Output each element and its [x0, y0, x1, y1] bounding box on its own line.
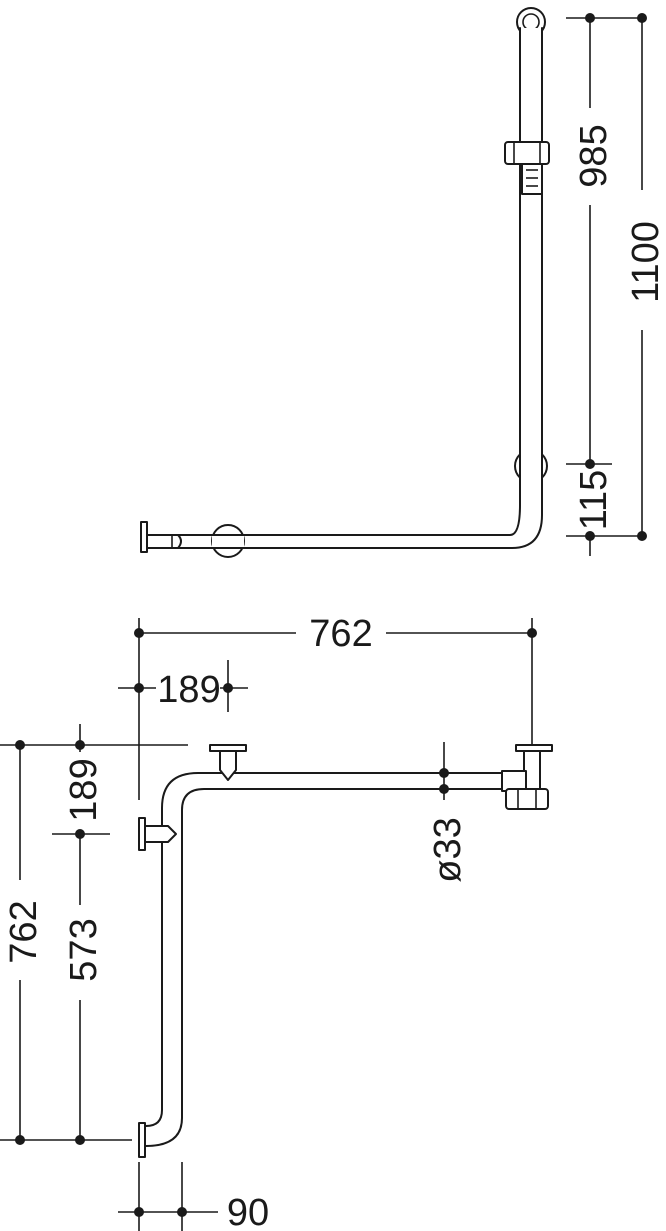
- shower-holder-slider: [521, 163, 543, 195]
- dimension-762-horizontal: 762: [134, 613, 537, 800]
- dimension-189-horizontal: 189: [118, 660, 248, 712]
- dimension-115: 115: [566, 459, 646, 556]
- plan-bottom-flange: [138, 1122, 146, 1158]
- dimension-573: 573: [63, 834, 105, 1145]
- dim-573-label: 573: [63, 918, 105, 981]
- dimension-90: 90: [118, 1162, 269, 1231]
- dim-189v-label: 189: [63, 758, 105, 821]
- dimension-189-vertical: 189: [52, 724, 110, 839]
- dimension-985: 985: [566, 13, 646, 464]
- dim-985-label: 985: [573, 124, 615, 187]
- grab-bar-plan: [138, 744, 553, 1158]
- left-end-flange: [140, 521, 148, 553]
- dimension-diameter: ø33: [427, 742, 469, 883]
- dimension-1100: 1100: [625, 13, 666, 541]
- plan-shower-holder: [505, 788, 549, 810]
- top-elevation-view: 985 1100 115: [140, 7, 666, 558]
- dim-diameter-label: ø33: [427, 817, 469, 882]
- dim-1100-label: 1100: [625, 221, 666, 303]
- dim-762h-label: 762: [309, 613, 372, 655]
- dim-90-label: 90: [227, 1192, 269, 1231]
- dim-115-label: 115: [573, 470, 615, 531]
- grab-bar-elevation: [140, 7, 550, 558]
- dim-189h-label: 189: [157, 669, 220, 711]
- plan-top-bracket: [219, 750, 237, 781]
- shower-holder: [504, 141, 550, 165]
- dimension-762-vertical: 762: [0, 740, 188, 1145]
- dim-762v-label: 762: [3, 900, 45, 963]
- bottom-plan-view: 762 189 762 189: [0, 613, 553, 1231]
- plan-left-bracket: [144, 825, 177, 843]
